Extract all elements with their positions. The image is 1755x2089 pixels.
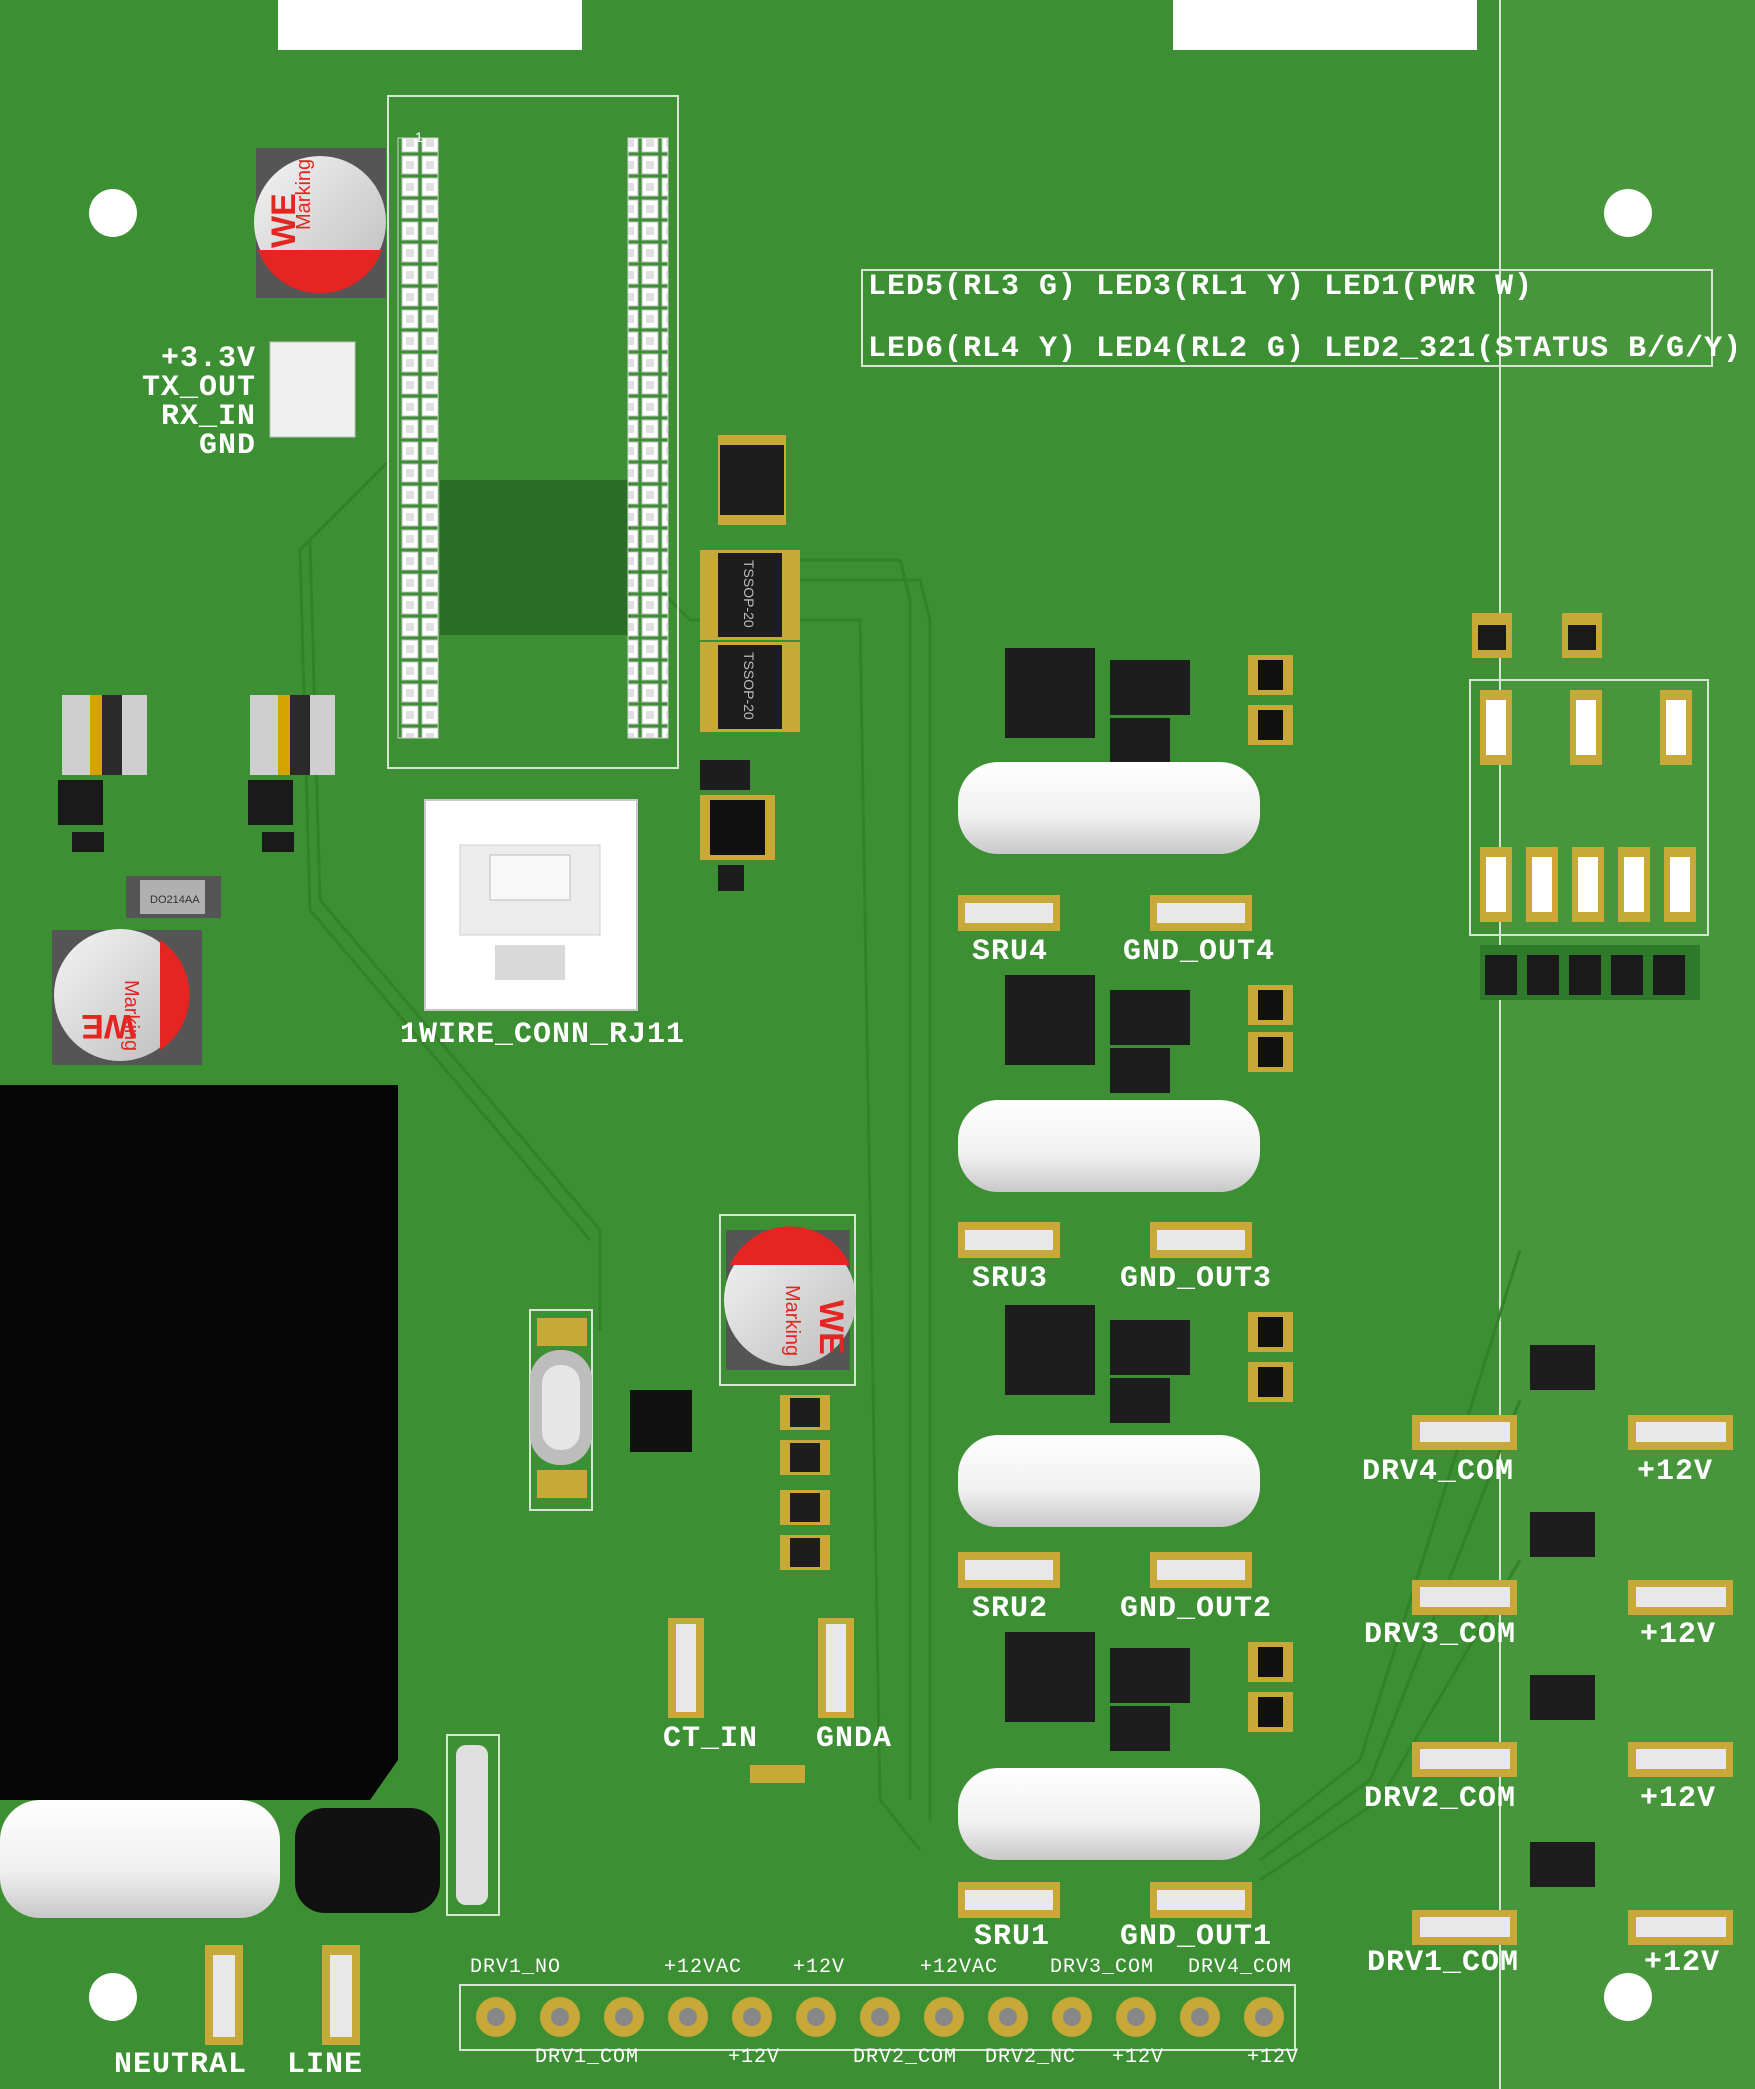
gnd-out3-label: GND_OUT3: [1120, 1262, 1273, 1296]
uart-label-tx: TX_OUT: [141, 371, 256, 405]
power-supply-module: [0, 1085, 398, 1800]
capacitor-top-left: WE Marking: [254, 148, 386, 298]
relay-channel-3: [958, 975, 1293, 1258]
neutral-label: NEUTRAL: [114, 2048, 248, 2082]
mounting-hole-bottom-left: [89, 1973, 137, 2021]
passives-middle: [780, 1395, 830, 1570]
uart-label-gnd: GND: [198, 429, 256, 463]
ct-resistor: [750, 1765, 805, 1783]
svg-text:WE: WE: [81, 1007, 136, 1045]
svg-text:Marking: Marking: [120, 980, 142, 1051]
terminal-label-drv3-com: DRV3_COM: [1050, 1956, 1155, 1979]
svg-text:WE: WE: [812, 1300, 850, 1355]
varistor: [295, 1808, 440, 1913]
led-legend-line1: LED5(RL3 G) LED3(RL1 Y) LED1(PWR W): [868, 270, 1534, 304]
led-array: [1469, 613, 1709, 1000]
led-legend-box: [861, 269, 1713, 367]
board-cutout-left: [278, 0, 582, 50]
gnda-connector: [818, 1618, 854, 1718]
svg-text:DO214AA: DO214AA: [150, 894, 200, 906]
svg-text:TSSOP-20: TSSOP-20: [741, 560, 757, 628]
buck-converter-1: [58, 695, 147, 852]
terminal-label-12vac-1: +12VAC: [664, 1956, 743, 1979]
crystal: [529, 1309, 593, 1511]
terminal-label-12vac-2: +12VAC: [920, 1956, 999, 1979]
line-label: LINE: [287, 2048, 364, 2082]
svg-text:Marking: Marking: [293, 159, 315, 230]
gnd-out4-label: GND_OUT4: [1123, 935, 1276, 969]
ic-power-fet: [700, 760, 775, 891]
driver-channels: [1412, 1345, 1733, 1945]
terminal-label-12v-b3: +12V: [1247, 2046, 1300, 2069]
rj11-label: 1WIRE_CONN_RJ11: [400, 1018, 686, 1052]
sru3-label: SRU3: [972, 1262, 1049, 1296]
terminal-label-12v-top: +12V: [793, 1956, 846, 1979]
board-cutout-right: [1173, 0, 1477, 50]
neutral-terminal-pin: [213, 1955, 235, 2037]
drv3-12v-label: +12V: [1640, 1618, 1717, 1652]
fuse-holder: [446, 1734, 500, 1916]
drv3-com-label: DRV3_COM: [1364, 1618, 1517, 1652]
terminal-label-12v-b1: +12V: [728, 2046, 781, 2069]
gnd-out1-label: GND_OUT1: [1120, 1920, 1273, 1954]
sru1-label: SRU1: [974, 1920, 1051, 1954]
ic-tssop20-1: TSSOP-20: [700, 550, 800, 640]
drv4-12v-label: +12V: [1637, 1455, 1714, 1489]
capacitor-middle: WE Marking: [719, 1214, 856, 1386]
svg-text:TSSOP-20: TSSOP-20: [741, 652, 757, 720]
diode-do214aa: DO214AA: [126, 876, 221, 918]
relay-channel-4: [958, 648, 1293, 931]
relay-channel-2: [958, 1305, 1293, 1588]
led-legend-line2: LED6(RL4 Y) LED4(RL2 G) LED2_321(STATUS …: [868, 332, 1743, 366]
drv4-com-label: DRV4_COM: [1362, 1455, 1515, 1489]
uart-label-3v3: +3.3V: [160, 342, 256, 376]
uart-label-rx: RX_IN: [160, 400, 256, 434]
mounting-hole-top-left: [89, 189, 137, 237]
ic-tssop20-2: TSSOP-20: [700, 642, 800, 732]
ct-in-label: CT_IN: [663, 1722, 759, 1756]
mcu-module-outline: [387, 95, 679, 769]
line-terminal-pin: [330, 1955, 352, 2037]
buck-converter-2: [248, 695, 335, 852]
terminal-label-drv2-com: DRV2_COM: [853, 2046, 958, 2069]
svg-text:Marking: Marking: [781, 1285, 803, 1356]
gnda-label: GNDA: [816, 1722, 893, 1756]
drv1-com-label: DRV1_COM: [1367, 1946, 1520, 1980]
terminal-label-drv2-nc: DRV2_NC: [985, 2046, 1077, 2069]
terminal-label-drv1-com: DRV1_COM: [535, 2046, 640, 2069]
uart-connector: [269, 341, 356, 438]
drv2-12v-label: +12V: [1640, 1782, 1717, 1816]
svg-text:WE: WE: [265, 193, 303, 248]
sru2-label: SRU2: [972, 1592, 1049, 1626]
pin1-marker: 1: [415, 129, 423, 145]
terminal-label-drv1-no: DRV1_NO: [470, 1956, 562, 1979]
terminal-strip: [459, 1984, 1296, 2051]
pin-header-right: [627, 137, 669, 739]
sru4-label: SRU4: [972, 935, 1049, 969]
gnd-out2-label: GND_OUT2: [1120, 1592, 1273, 1626]
mains-toroid: [0, 1800, 280, 1918]
rj11-connector: [424, 799, 638, 1011]
mounting-hole-top-right: [1604, 189, 1652, 237]
terminal-label-12v-b2: +12V: [1112, 2046, 1165, 2069]
relay-channel-1: [958, 1632, 1293, 1918]
drv1-12v-label: +12V: [1644, 1946, 1721, 1980]
ic-qfn: [630, 1390, 692, 1452]
terminal-label-drv4-com: DRV4_COM: [1188, 1956, 1293, 1979]
pin-header-left: [397, 137, 439, 739]
capacitor-left: WE Marking: [52, 929, 202, 1065]
ct-in-connector: [668, 1618, 704, 1718]
module-antenna-area: [440, 480, 630, 635]
ic-soic8: [718, 435, 786, 525]
drv2-com-label: DRV2_COM: [1364, 1782, 1517, 1816]
mounting-hole-bottom-right: [1604, 1973, 1652, 2021]
